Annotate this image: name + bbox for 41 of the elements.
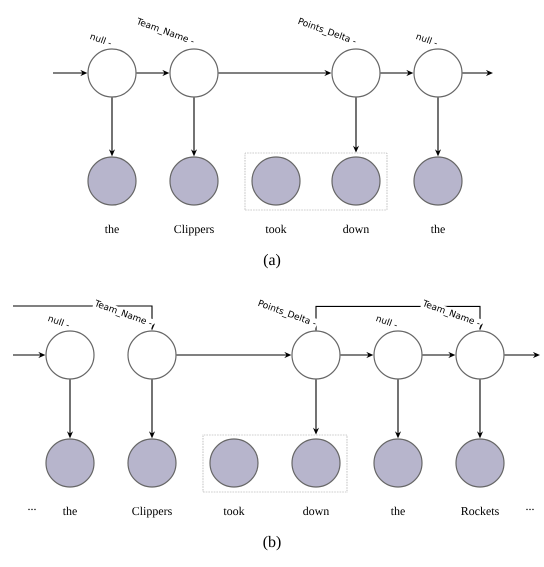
caption-label: ... [526, 508, 534, 510]
state-circle [331, 48, 381, 98]
word-label: the [390, 506, 405, 516]
word-label: Clippers [174, 224, 214, 236]
word-circle [127, 438, 177, 488]
state-circle [127, 330, 177, 380]
word-label: down [343, 224, 370, 234]
state-circle [291, 330, 341, 380]
word-label: took [223, 506, 245, 516]
word-circle [291, 438, 341, 488]
caption-label: (b) [263, 536, 281, 550]
caption-label: (a) [264, 254, 280, 268]
group-box [244, 152, 388, 210]
state-circle [413, 48, 463, 98]
word-circle [455, 438, 505, 488]
slot-label: null - [88, 31, 114, 48]
word-circle [251, 156, 301, 206]
slot-label: null - [46, 313, 72, 330]
word-label: Rockets [461, 506, 499, 516]
word-circle [413, 156, 463, 206]
word-label: Clippers [132, 506, 172, 518]
state-circle [45, 330, 95, 380]
word-circle [373, 438, 423, 488]
caption-label: ... [28, 508, 36, 510]
word-label: down [303, 506, 330, 516]
slot-label: null - [374, 313, 400, 330]
word-label: took [265, 224, 287, 234]
word-circle [209, 438, 259, 488]
word-circle [87, 156, 137, 206]
word-circle [331, 156, 381, 206]
state-circle [455, 330, 505, 380]
word-label: the [62, 506, 77, 516]
word-circle [45, 438, 95, 488]
group-box [202, 434, 348, 492]
slot-label: null - [414, 31, 440, 48]
word-label: the [430, 224, 445, 234]
state-circle [87, 48, 137, 98]
state-circle [169, 48, 219, 98]
word-label: the [104, 224, 119, 234]
state-circle [373, 330, 423, 380]
word-circle [169, 156, 219, 206]
